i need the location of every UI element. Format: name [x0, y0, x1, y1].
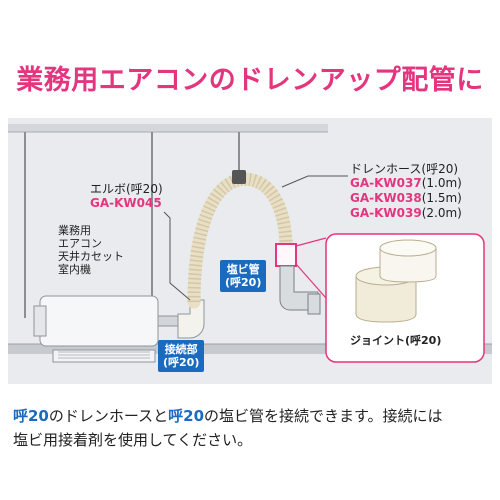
caption-text: のドレンホースと	[48, 407, 169, 425]
elbow-label: エルボ(呼20)	[90, 182, 163, 196]
caption-line-2: 塩ビ用接着剤を使用してください。	[13, 431, 253, 449]
aircon-label: 業務用 エアコン 天井カセット 室内機	[58, 224, 124, 276]
connection-callout: 接続部 (呼20)	[158, 340, 205, 372]
caption-text: の塩ビ管を接続できます。接続には	[204, 407, 443, 425]
pvc-pipe-callout: 塩ビ管 (呼20)	[220, 260, 267, 292]
pvc-pipe-line-1: 塩ビ管	[226, 263, 260, 276]
hose-model: GA-KW039(2.0m)	[350, 206, 462, 221]
aircon-line-4: 室内機	[58, 263, 91, 276]
aircon-line-2: エアコン	[58, 237, 102, 250]
caption: 呼20のドレンホースと呼20の塩ビ管を接続できます。接続には 塩ビ用接着剤を使用…	[13, 404, 493, 452]
installation-diagram	[8, 118, 492, 384]
hose-model-code: GA-KW037	[350, 176, 422, 190]
hose-model-code: GA-KW039	[350, 206, 422, 220]
hose-model-size: (1.0m)	[421, 176, 462, 190]
caption-highlight: 呼20	[13, 407, 49, 425]
pvc-pipe-line-2: (呼20)	[225, 276, 262, 289]
hose-model: GA-KW037(1.0m)	[350, 176, 462, 191]
hose-model-size: (2.0m)	[421, 206, 462, 220]
page-title: 業務用エアコンのドレンアップ配管に	[16, 65, 484, 96]
caption-highlight: 呼20	[168, 407, 205, 425]
connection-line-1: 接続部	[164, 343, 198, 356]
caption-line-1: 呼20のドレンホースと呼20の塩ビ管を接続できます。接続には	[13, 404, 493, 428]
hose-model: GA-KW038(1.5m)	[350, 191, 462, 206]
hose-model-list: GA-KW037(1.0m) GA-KW038(1.5m) GA-KW039(2…	[350, 176, 462, 221]
aircon-line-3: 天井カセット	[58, 250, 124, 263]
aircon-line-1: 業務用	[58, 224, 91, 237]
joint-label: ジョイント(呼20)	[350, 334, 442, 347]
connection-line-2: (呼20)	[163, 356, 200, 369]
hose-model-code: GA-KW038	[350, 191, 422, 205]
hose-model-size: (1.5m)	[421, 191, 462, 205]
piping-illustration: エルボ(呼20) GA-KW045 業務用 エアコン 天井カセット 室内機 ドレ…	[8, 118, 492, 384]
elbow-code: GA-KW045	[90, 196, 162, 210]
hose-label: ドレンホース(呼20)	[350, 162, 459, 176]
